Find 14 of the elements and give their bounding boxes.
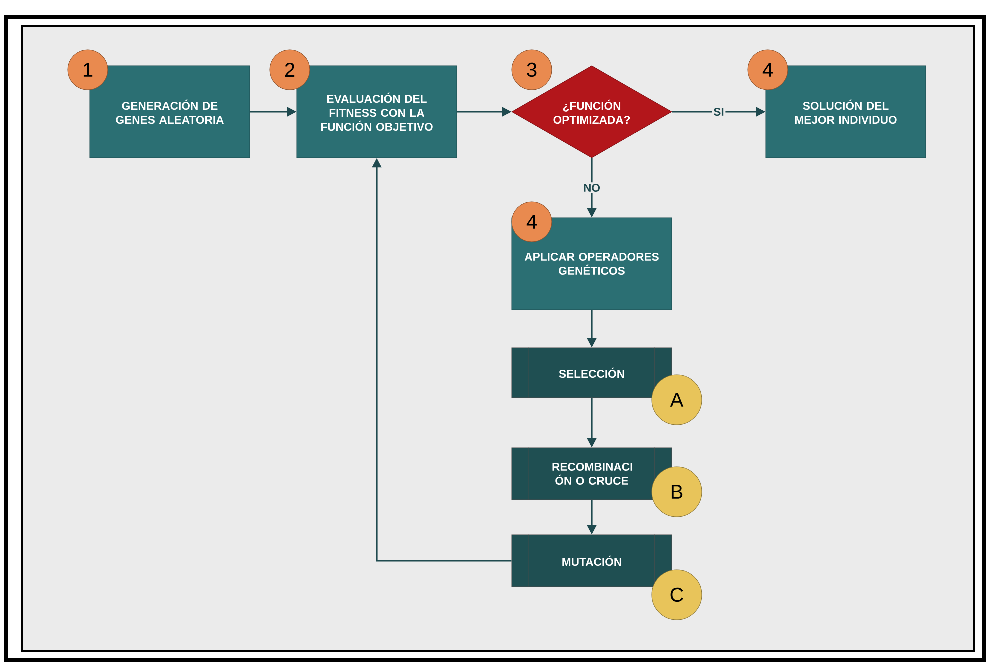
process-box: EVALUACIÓN DEL FITNESS CON LA FUNCIÓN OBJETIVO (296, 66, 458, 158)
step-number: 4 (748, 50, 788, 90)
predefined-process-box: SELECCIÓN (512, 347, 672, 399)
edge-label: NO (582, 182, 602, 194)
edge-label: SI (712, 106, 726, 118)
operator-letter: C (652, 570, 702, 620)
step-number: 1 (68, 50, 108, 90)
predefined-process-box: MUTACIÓN (512, 534, 672, 588)
step-number: 2 (270, 50, 310, 90)
step-number: 3 (512, 50, 552, 90)
step-number: 4 (512, 202, 552, 242)
predefined-process-box: RECOMBINACI ÓN O CRUCE (512, 447, 672, 501)
operator-letter: B (652, 466, 702, 518)
operator-letter: A (652, 374, 702, 426)
